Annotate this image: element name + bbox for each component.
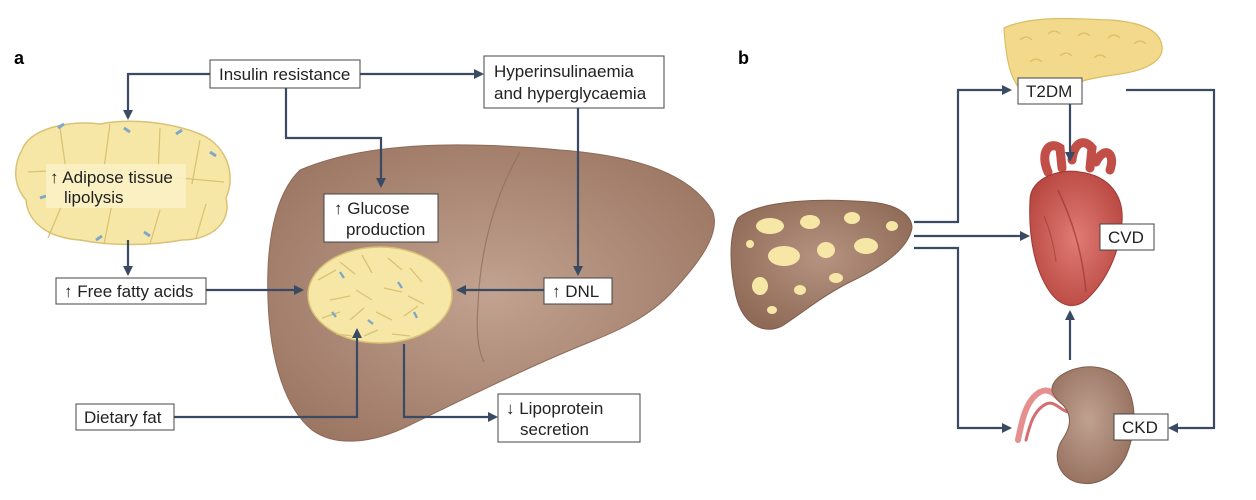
svg-text:CKD: CKD [1122, 418, 1158, 437]
panel-a-arrows [123, 69, 583, 422]
panel-label-a: a [14, 48, 25, 68]
insulin-resistance-box: Insulin resistance [209, 59, 361, 89]
panel-b-arrows [914, 85, 1216, 433]
svg-text:CVD: CVD [1108, 228, 1144, 247]
svg-text:lipolysis: lipolysis [64, 188, 124, 207]
arrow-liver-to-t2dm [914, 85, 1012, 224]
svg-text:Insulin resistance: Insulin resistance [219, 65, 350, 84]
svg-text:↑ DNL: ↑ DNL [552, 282, 599, 301]
fat-droplet-cluster-icon [307, 246, 453, 344]
svg-text:↑ Free fatty acids: ↑ Free fatty acids [64, 282, 193, 301]
svg-text:↓ Lipoprotein: ↓ Lipoprotein [506, 399, 603, 418]
arrow-liverfat-to-lipoprotein [402, 344, 498, 422]
adipose-lipolysis-label: ↑ Adipose tissue lipolysis [46, 164, 186, 208]
ckd-box: CKD [1113, 413, 1169, 441]
arrow-liver-to-ckd [914, 246, 1012, 433]
dietary-fat-box: Dietary fat [75, 403, 175, 431]
hyperinsulinaemia-box: Hyperinsulinaemia and hyperglycaemia [483, 55, 665, 109]
svg-text:production: production [346, 220, 425, 239]
kidney-icon [1015, 366, 1135, 484]
free-fatty-acids-box: ↑ Free fatty acids [55, 277, 207, 305]
t2dm-box: T2DM [1017, 77, 1083, 105]
arrow-dietary-to-liverfat [174, 328, 362, 419]
svg-text:Hyperinsulinaemia: Hyperinsulinaemia [494, 62, 634, 81]
fatty-liver-icon [730, 199, 913, 330]
arrow-ir-to-glucose [284, 88, 386, 188]
dnl-box: ↑ DNL [543, 277, 613, 305]
svg-text:T2DM: T2DM [1026, 82, 1072, 101]
panel-label-b: b [738, 48, 749, 68]
svg-text:↑ Adipose tissue: ↑ Adipose tissue [50, 168, 173, 187]
svg-text:and hyperglycaemia: and hyperglycaemia [494, 84, 647, 103]
arrow-t2dm-to-ckd [1126, 88, 1216, 433]
svg-text:↑ Glucose: ↑ Glucose [334, 199, 410, 218]
svg-text:Dietary fat: Dietary fat [84, 408, 162, 427]
glucose-production-box: ↑ Glucose production [323, 193, 439, 243]
arrow-ir-to-adipose [123, 72, 210, 120]
cvd-box: CVD [1099, 223, 1155, 251]
lipoprotein-secretion-box: ↓ Lipoprotein secretion [497, 393, 641, 443]
svg-text:secretion: secretion [520, 420, 589, 439]
